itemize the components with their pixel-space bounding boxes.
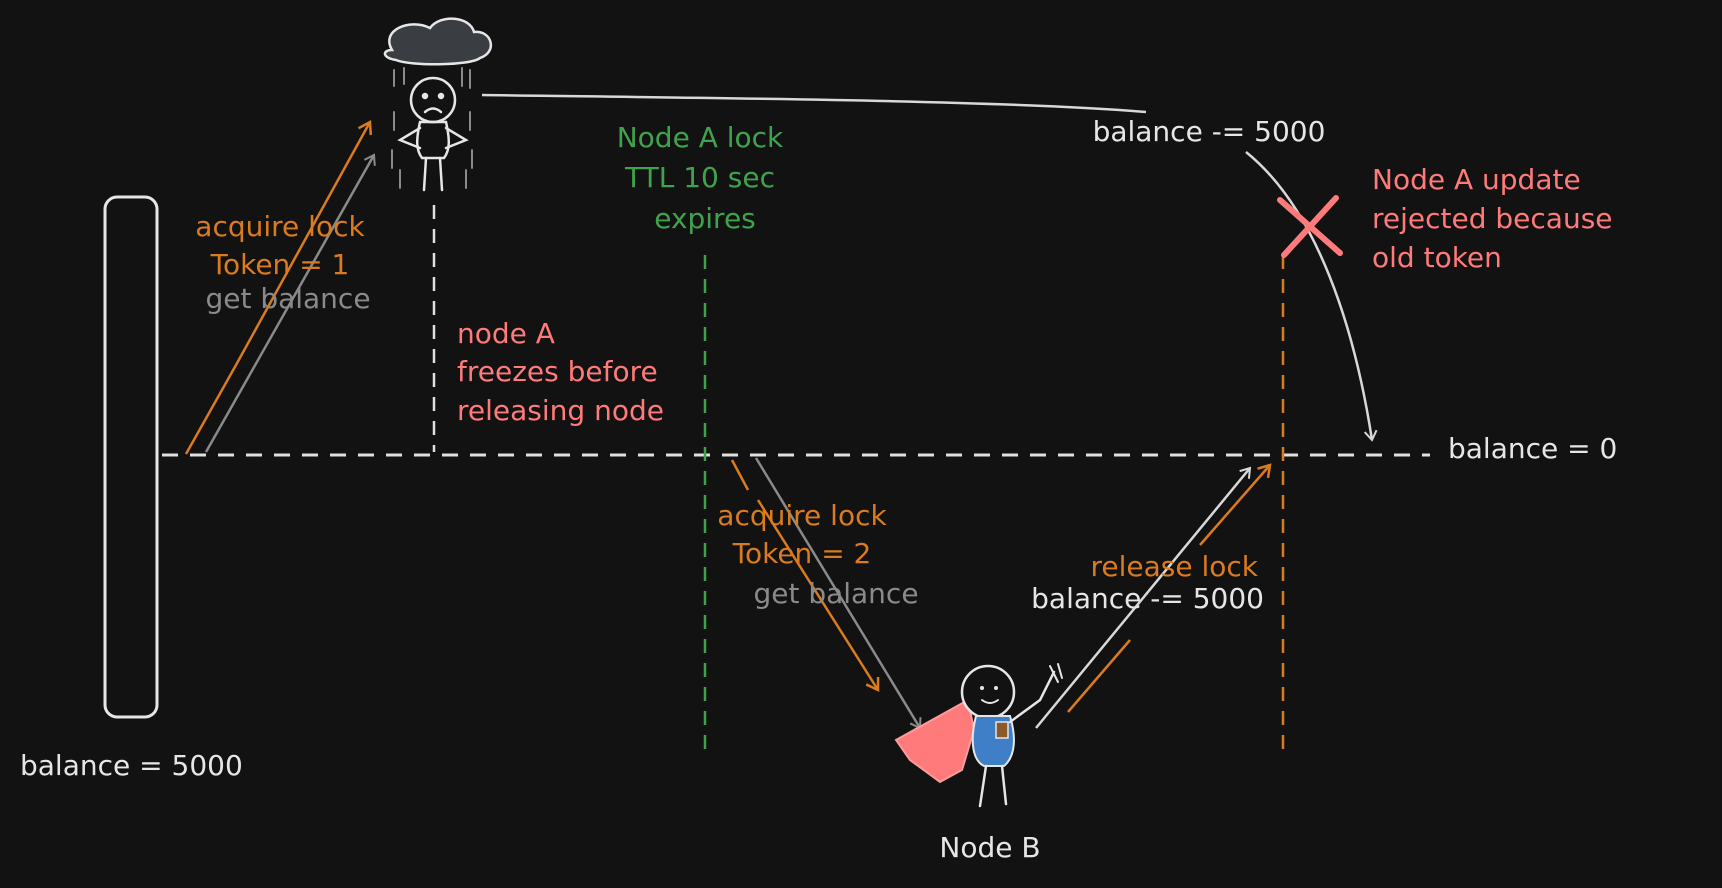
nodeB-get-balance-label: get balance (753, 577, 918, 610)
red-x-cross-icon (1277, 195, 1343, 258)
initial-balance-label: balance = 5000 (20, 749, 243, 782)
freeze-note-line1: node A (457, 317, 555, 350)
ttl-line2: TTL 10 sec (624, 161, 775, 194)
nodeB-acquire-arrow (730, 459, 878, 690)
freeze-note-line2: freezes before (457, 355, 658, 388)
reject-line3: old token (1372, 241, 1502, 274)
nodeB-get-balance-arrow (754, 457, 922, 730)
nodeA-update-label: balance -= 5000 (1093, 115, 1326, 148)
ttl-line3: expires (654, 202, 756, 235)
superhero-stick-figure-icon (894, 663, 1063, 808)
nodeB-update-arrow (1035, 466, 1252, 729)
nodeB-release-label: release lock (1090, 550, 1258, 583)
balance-store (103, 195, 159, 719)
nodeB-acquire-label: acquire lock (717, 499, 887, 532)
reject-line1: Node A update (1372, 163, 1581, 196)
nodeA-token-label: Token = 1 (210, 248, 350, 281)
nodeB-token-label: Token = 2 (732, 537, 872, 570)
nodeA-get-balance-label: get balance (205, 282, 370, 315)
nodeA-update-drop-arrow (1245, 151, 1378, 442)
nodeB-update-label: balance -= 5000 (1031, 582, 1264, 615)
nodeA-acquire-label: acquire lock (195, 210, 365, 243)
reject-line2: rejected because (1372, 202, 1613, 235)
sad-stick-figure-under-raincloud-icon (383, 17, 493, 192)
nodeA-get-balance-arrow (204, 153, 376, 453)
timeline-balance-label: balance = 0 (1448, 432, 1617, 465)
nodeB-name-label: Node B (939, 831, 1040, 864)
nodeA-acquire-arrow (184, 122, 370, 455)
freeze-note-line3: releasing node (457, 394, 664, 427)
ttl-line1: Node A lock (617, 121, 784, 154)
nodeB-release-arrow (1067, 465, 1270, 713)
nodeA-update-arrow (481, 93, 1147, 114)
